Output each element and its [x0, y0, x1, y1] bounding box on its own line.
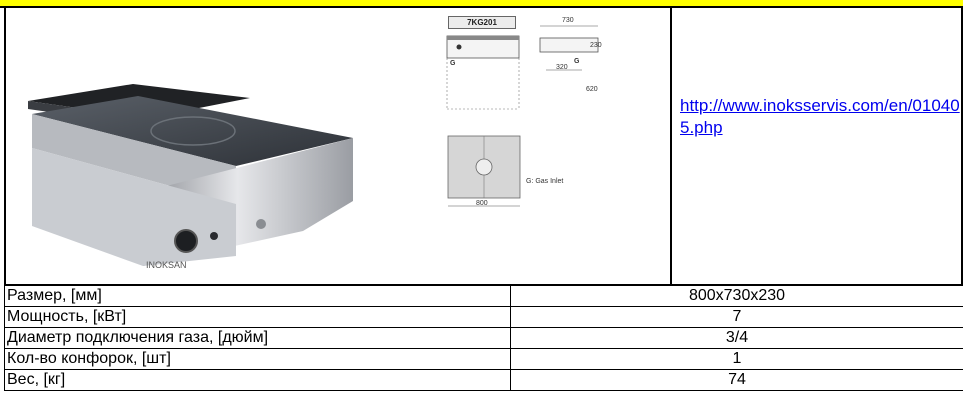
dim-offset-label: 320	[556, 64, 568, 71]
gas-inlet-front-label: G	[450, 60, 456, 67]
image-cell: INOKSAN 7KG201	[4, 8, 672, 284]
table-row: Диаметр подключения газа, [дюйм] 3/4	[4, 327, 963, 349]
table-row: Вес, [кг] 74	[4, 369, 963, 391]
spec-value: 3/4	[510, 327, 963, 349]
header-strip	[0, 0, 963, 8]
table-row: Размер, [мм] 800x730x230	[4, 284, 963, 307]
dim-depth-label: 730	[562, 17, 574, 24]
spec-label: Диаметр подключения газа, [дюйм]	[4, 327, 511, 349]
link-cell: http://www.inoksservis.com/en/010405.php	[672, 8, 963, 284]
brand-mark: INOKSAN	[146, 260, 187, 270]
table-row: Кол-во конфорок, [шт] 1	[4, 348, 963, 370]
spec-value: 1	[510, 348, 963, 370]
dim-width-label: 800	[476, 200, 488, 207]
spec-label: Размер, [мм]	[4, 284, 511, 307]
spec-label: Вес, [кг]	[4, 369, 511, 391]
model-label-box: 7KG201	[448, 16, 516, 29]
spec-value: 7	[510, 306, 963, 328]
spec-table: Размер, [мм] 800x730x230 Мощность, [кВт]…	[4, 284, 963, 391]
spec-value: 74	[510, 369, 963, 391]
dim-total-height-label: 620	[586, 86, 598, 93]
product-photo: INOKSAN	[28, 84, 353, 270]
technical-drawing: 7KG201 730 230	[442, 14, 602, 224]
drawing-svg	[446, 25, 599, 207]
spec-label: Кол-во конфорок, [шт]	[4, 348, 511, 370]
table-row: Мощность, [кВт] 7	[4, 306, 963, 328]
gas-inlet-note: G: Gas Inlet	[526, 178, 564, 185]
dim-height-label: 230	[590, 42, 602, 49]
product-link[interactable]: http://www.inoksservis.com/en/010405.php	[680, 96, 960, 137]
spec-label: Мощность, [кВт]	[4, 306, 511, 328]
spec-value: 800x730x230	[510, 284, 963, 307]
gas-inlet-side-label: G	[574, 58, 580, 65]
